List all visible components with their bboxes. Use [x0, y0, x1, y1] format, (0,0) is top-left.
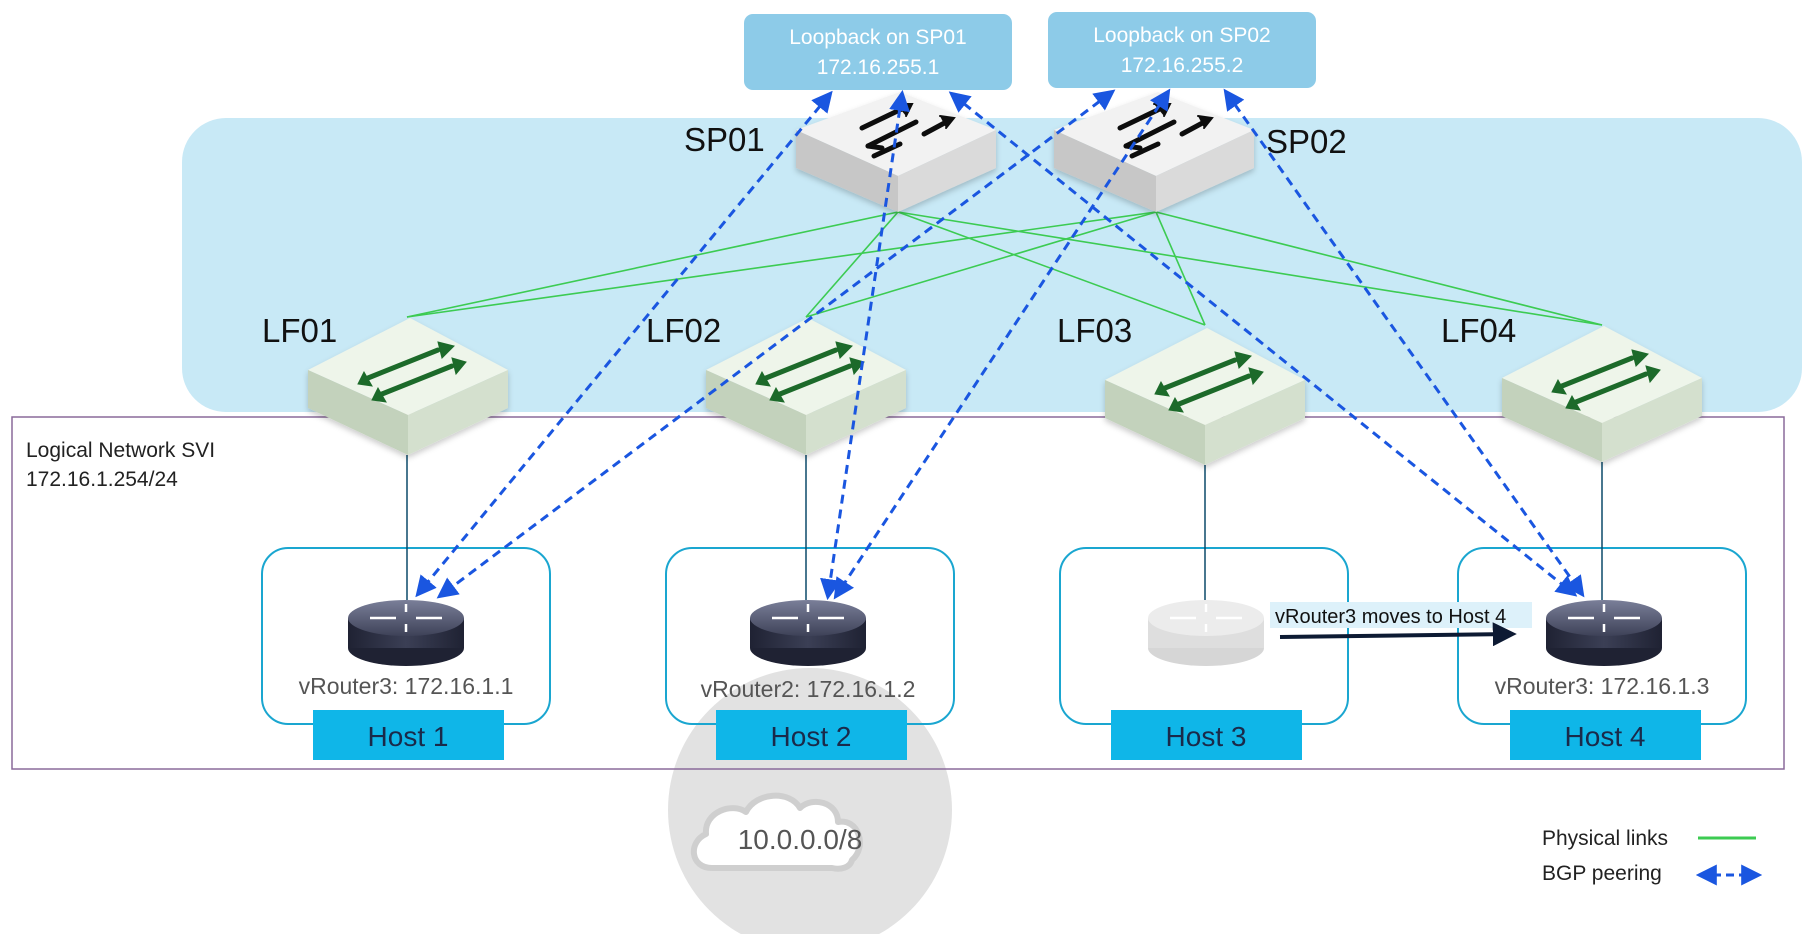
- loopback-label: Loopback on SP01: [789, 26, 966, 49]
- host-panel-2: Host 2 vRouter2: 172.16.1.2: [665, 547, 955, 760]
- leaf-label-lf02: LF02: [646, 312, 721, 349]
- host-panel-3: Host 3: [1059, 547, 1349, 760]
- router-icon-host3-ghost: [1148, 600, 1264, 666]
- leaf-label-lf04: LF04: [1441, 312, 1516, 349]
- loopback-sp02: Loopback on SP02 172.16.255.2: [1048, 12, 1316, 88]
- loopback-ip: 172.16.255.1: [817, 56, 940, 79]
- router-icon-host1: [348, 600, 464, 666]
- host-label: Host 4: [1565, 721, 1646, 752]
- logical-network-title: Logical Network SVI: [26, 439, 215, 462]
- host-label-box: [716, 710, 907, 760]
- legend-label-physical: Physical links: [1542, 827, 1668, 850]
- router-icon-host2: [750, 600, 866, 666]
- bgp-peering-sp02-host4: [1223, 88, 1585, 598]
- cloud-icon: 10.0.0.0/8: [690, 792, 863, 872]
- loopback-sp01: Loopback on SP01 172.16.255.1: [744, 14, 1012, 90]
- cloud-label: 10.0.0.0/8: [738, 824, 863, 855]
- move-annotation: vRouter3 moves to Host 4: [1270, 602, 1532, 647]
- leaf-host-links: [406, 455, 1603, 600]
- move-note-background: [1270, 602, 1532, 628]
- spine-label-sp02: SP02: [1266, 123, 1347, 160]
- legend-label-bgp: BGP peering: [1542, 862, 1662, 885]
- host-panel-4: Host 4 vRouter3: 172.16.1.3: [1457, 547, 1747, 760]
- host-label-box: [1510, 710, 1701, 760]
- host-label: Host 3: [1166, 721, 1247, 752]
- leaf-label-lf03: LF03: [1057, 312, 1132, 349]
- host-label-box: [1111, 710, 1302, 760]
- legend: Physical links BGP peering: [1542, 827, 1763, 886]
- vrouter-label: vRouter3: 172.16.1.3: [1495, 673, 1710, 699]
- host-panel-1: Host 1 vRouter3: 172.16.1.1: [261, 547, 551, 760]
- host-label: Host 2: [771, 721, 852, 752]
- move-arrow: [1279, 622, 1517, 647]
- move-note: vRouter3 moves to Host 4: [1275, 606, 1506, 628]
- host-label-box: [313, 710, 504, 760]
- vrouter-label: vRouter2: 172.16.1.2: [701, 676, 916, 702]
- loopback-box: [744, 14, 1012, 90]
- loopback-box: [1048, 12, 1316, 88]
- vrouter-label: vRouter3: 172.16.1.1: [299, 673, 514, 699]
- leaf-label-lf01: LF01: [262, 312, 337, 349]
- bgp-peerings: [415, 88, 1585, 601]
- loopback-label: Loopback on SP02: [1093, 24, 1270, 47]
- router-icon-host4: [1546, 600, 1662, 666]
- host-label: Host 1: [368, 721, 449, 752]
- spine-label-sp01: SP01: [684, 121, 765, 158]
- logical-network-subnet: 172.16.1.254/24: [26, 468, 178, 491]
- loopback-ip: 172.16.255.2: [1121, 54, 1244, 77]
